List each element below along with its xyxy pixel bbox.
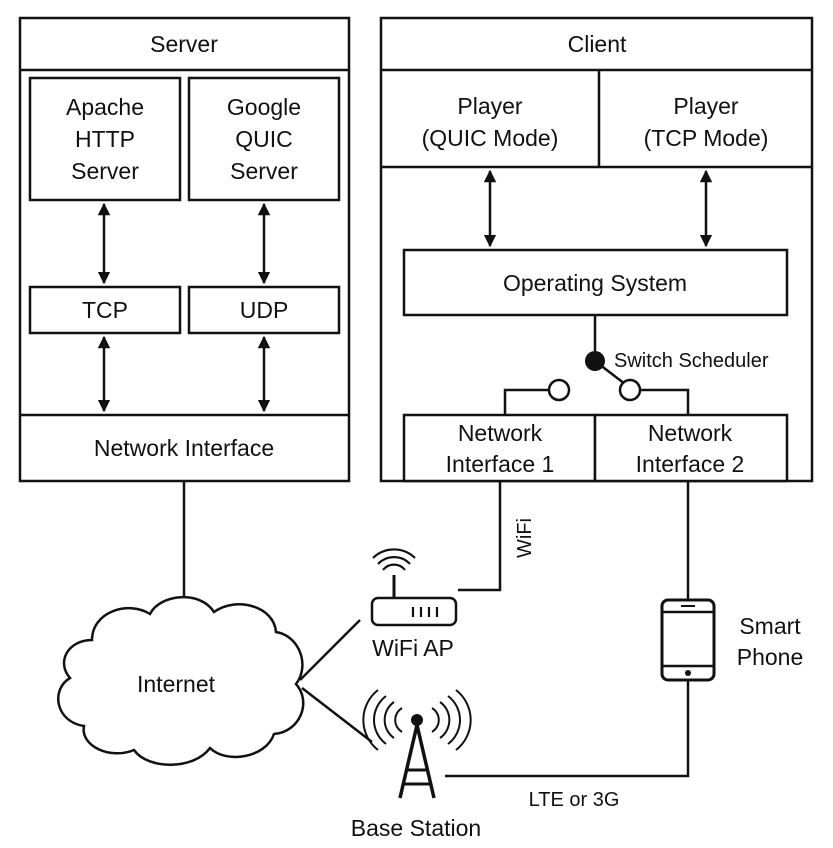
internet-cloud: Internet: [56, 596, 305, 766]
base-station-label: Base Station: [351, 815, 481, 841]
player-tcp-line-2: (TCP Mode): [644, 125, 769, 151]
apache-label-line-2: HTTP: [75, 126, 135, 152]
tcp-label: TCP: [82, 297, 128, 323]
udp-label: UDP: [240, 297, 289, 323]
google-quic-server-box: Google QUIC Server: [187, 76, 341, 202]
quic-label-line-2: QUIC: [235, 126, 293, 152]
switch-contact-right: [618, 378, 642, 402]
ni1-line-2: Interface 1: [446, 451, 555, 477]
network-interface-2-box: Network Interface 2: [593, 413, 789, 483]
network-interface-1-box: Network Interface 1: [402, 413, 597, 483]
wifi-ap-label: WiFi AP: [372, 635, 454, 661]
wifi-router-icon: [370, 548, 458, 627]
server-network-interface-label: Network Interface: [94, 435, 274, 461]
quic-label-line-1: Google: [227, 94, 301, 120]
link-ni1-wifi-ap: [458, 481, 502, 592]
operating-system-label: Operating System: [503, 270, 687, 296]
ni2-line-1: Network: [648, 420, 733, 446]
tcp-box: TCP: [28, 285, 182, 335]
internet-label: Internet: [137, 671, 216, 697]
ni1-line-1: Network: [458, 420, 543, 446]
server-title: Server: [150, 31, 218, 57]
client-title: Client: [568, 31, 627, 57]
link-internet-base-station: [301, 687, 373, 743]
player-quic-line-1: Player: [457, 93, 523, 119]
smartphone-line-2: Phone: [737, 644, 804, 670]
apache-label-line-3: Server: [71, 158, 139, 184]
smartphone-line-1: Smart: [739, 613, 801, 639]
smart-phone: Smart Phone: [660, 598, 804, 682]
cell-tower-icon: [362, 689, 472, 799]
switch-scheduler: Switch Scheduler: [503, 315, 769, 415]
udp-box: UDP: [187, 285, 341, 335]
lte-link-label: LTE or 3G: [529, 789, 620, 811]
player-tcp-line-1: Player: [673, 93, 739, 119]
apache-label-line-1: Apache: [66, 94, 144, 120]
smartphone-icon: [660, 598, 716, 682]
operating-system-box: Operating System: [402, 248, 789, 317]
apache-http-server-box: Apache HTTP Server: [28, 76, 182, 202]
player-quic-line-2: (QUIC Mode): [422, 125, 559, 151]
link-internet-wifi-ap: [299, 619, 361, 681]
link-smartphone-base-station: [445, 680, 690, 778]
wifi-link-label: WiFi: [514, 518, 536, 558]
switch-scheduler-label: Switch Scheduler: [614, 350, 769, 372]
switch-contact-left: [547, 378, 571, 402]
cloud-icon: [56, 596, 305, 766]
ni2-line-2: Interface 2: [636, 451, 745, 477]
quic-label-line-3: Server: [230, 158, 298, 184]
base-station: Base Station: [351, 689, 481, 841]
wifi-ap: WiFi AP: [370, 548, 458, 661]
